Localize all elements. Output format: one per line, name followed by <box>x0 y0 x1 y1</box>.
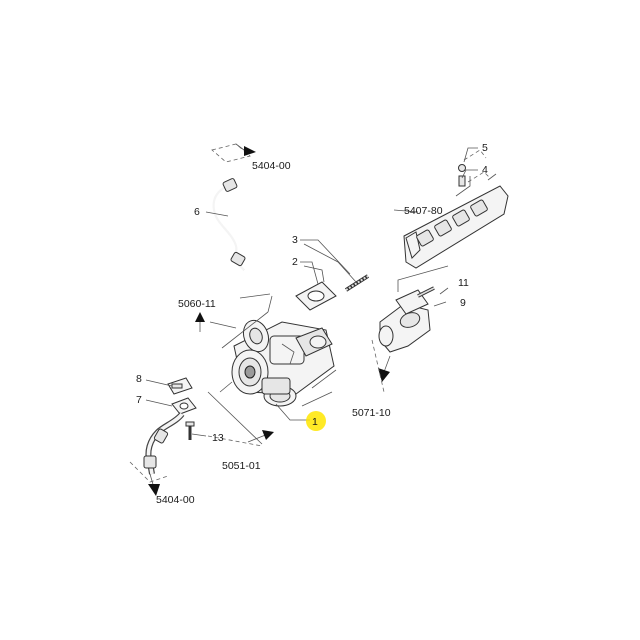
manifold-stud-nut <box>458 164 466 187</box>
ref-oil-return: 5404-00 <box>156 494 195 506</box>
callout-9: 9 <box>460 297 466 309</box>
elbow-bolt <box>417 286 435 298</box>
ref-turbo-mount: 5051-01 <box>222 460 261 472</box>
manifold-dash-outline <box>393 149 491 213</box>
leader-lines <box>145 147 478 437</box>
callout-7: 7 <box>136 394 142 406</box>
turbocharger-assembly <box>231 319 335 407</box>
turbo-mount-outline <box>207 293 337 445</box>
callout-1: 1 <box>312 416 318 428</box>
ref-downpipe: 5071-10 <box>352 407 391 419</box>
oil-return-flange <box>171 397 197 415</box>
exhaust-manifold <box>403 173 509 269</box>
oil-feed-pipe <box>212 178 246 271</box>
turbo-mount-arrow <box>207 430 274 447</box>
oil-return-arrow <box>129 461 169 496</box>
callout-4: 4 <box>482 164 488 176</box>
callout-11: 11 <box>458 277 469 289</box>
callout-5: 5 <box>482 142 488 154</box>
oil-return-bolt <box>185 421 195 440</box>
downpipe-arrow <box>371 339 391 393</box>
ref-oil-feed-top: 5404-00 <box>252 160 291 172</box>
ref-intake: 5060-11 <box>178 298 216 310</box>
callout-3: 3 <box>292 234 298 246</box>
oil-return-gasket <box>167 377 193 395</box>
downpipe-elbow <box>378 289 431 353</box>
turbo-gasket <box>295 281 337 311</box>
intake-arrow <box>195 312 237 332</box>
turbo-stud <box>344 274 370 292</box>
oil-return-pipe <box>143 412 185 475</box>
highlight-marker[interactable] <box>306 411 326 431</box>
callout-2: 2 <box>292 256 298 268</box>
oil-feed-ref-box <box>211 143 256 163</box>
ref-exhaust-manifold: 5407-80 <box>404 205 443 217</box>
callout-13: 13 <box>212 432 224 444</box>
callout-8: 8 <box>136 373 142 385</box>
callout-6: 6 <box>194 206 200 218</box>
